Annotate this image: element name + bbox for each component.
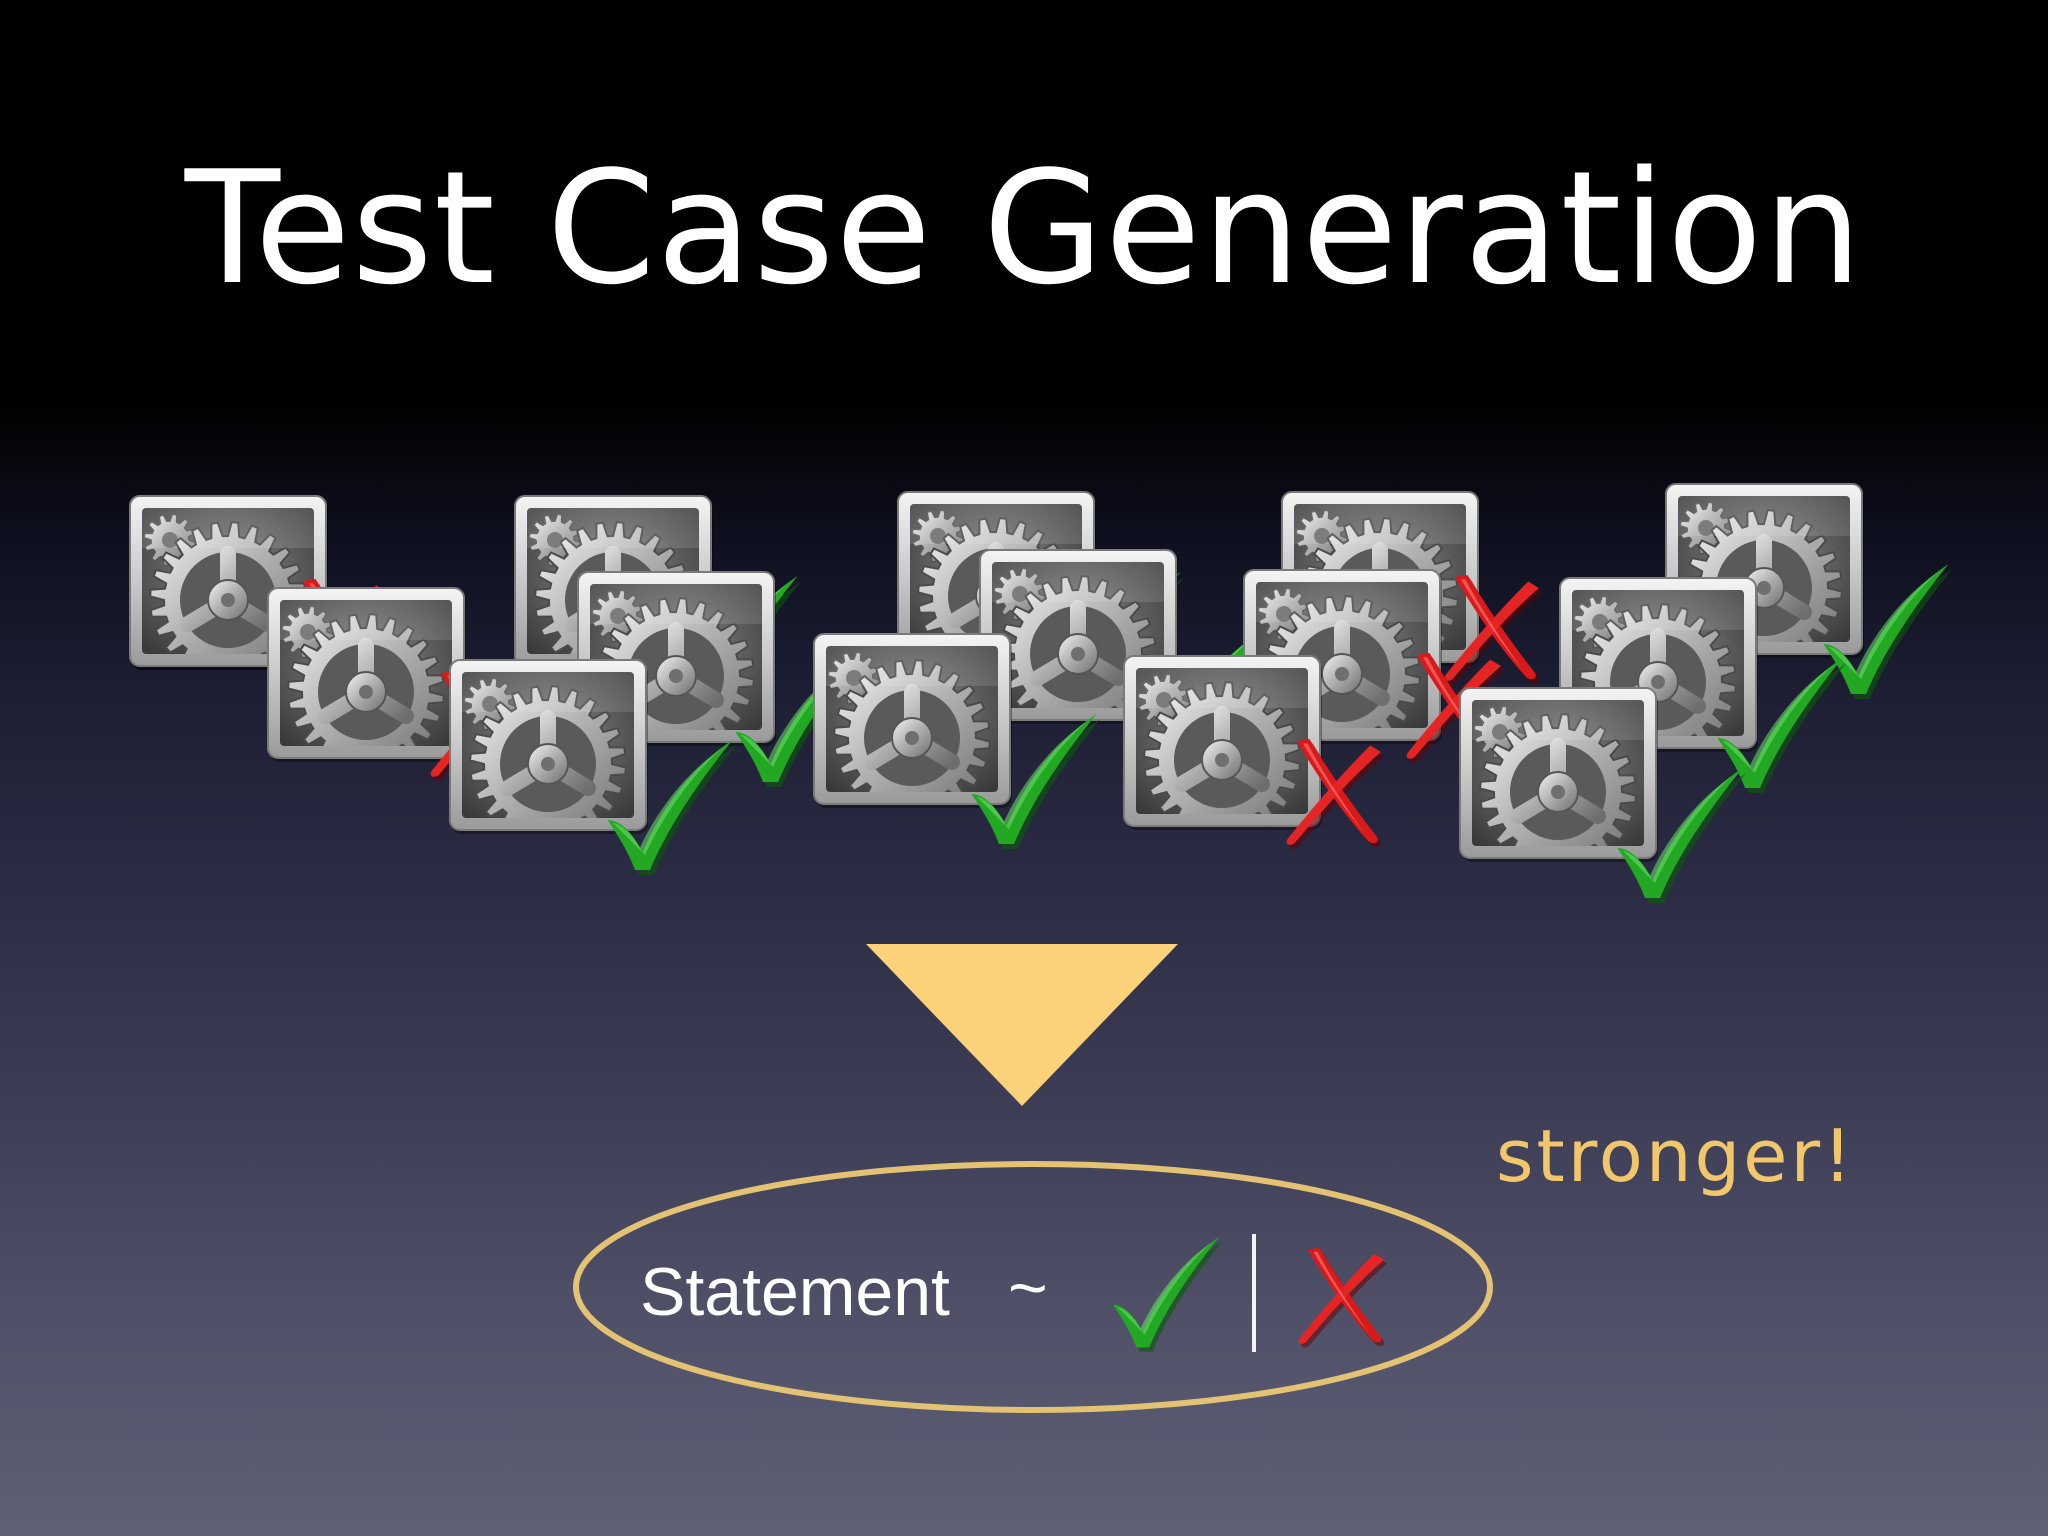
cross-mark-icon bbox=[1264, 726, 1394, 856]
down-arrow-icon bbox=[866, 944, 1178, 1106]
test-case-gear-icon bbox=[449, 659, 648, 834]
test-case-gear-icon bbox=[267, 587, 466, 762]
check-mark-icon bbox=[1806, 554, 1956, 704]
check-mark-icon bbox=[954, 704, 1104, 854]
separator-line bbox=[1252, 1234, 1256, 1352]
test-case-cluster bbox=[0, 470, 2048, 910]
check-mark-icon bbox=[1600, 758, 1750, 908]
check-mark-icon bbox=[590, 730, 740, 880]
cross-mark-icon bbox=[1278, 1236, 1396, 1354]
test-case-gear-icon bbox=[1459, 687, 1658, 862]
check-mark-icon bbox=[1700, 648, 1850, 798]
test-case-gear-icon bbox=[813, 633, 1012, 808]
stronger-annotation: stronger! bbox=[1496, 1114, 1855, 1198]
statement-label: Statement bbox=[640, 1254, 950, 1330]
check-mark-icon bbox=[1098, 1228, 1226, 1356]
statement-ellipse bbox=[570, 1158, 1496, 1416]
tilde-separator: ~ bbox=[1008, 1250, 1048, 1326]
test-case-gear-icon bbox=[1123, 655, 1322, 830]
slide-title: Test Case Generation bbox=[184, 137, 1864, 319]
cross-mark-icon bbox=[1422, 562, 1552, 692]
